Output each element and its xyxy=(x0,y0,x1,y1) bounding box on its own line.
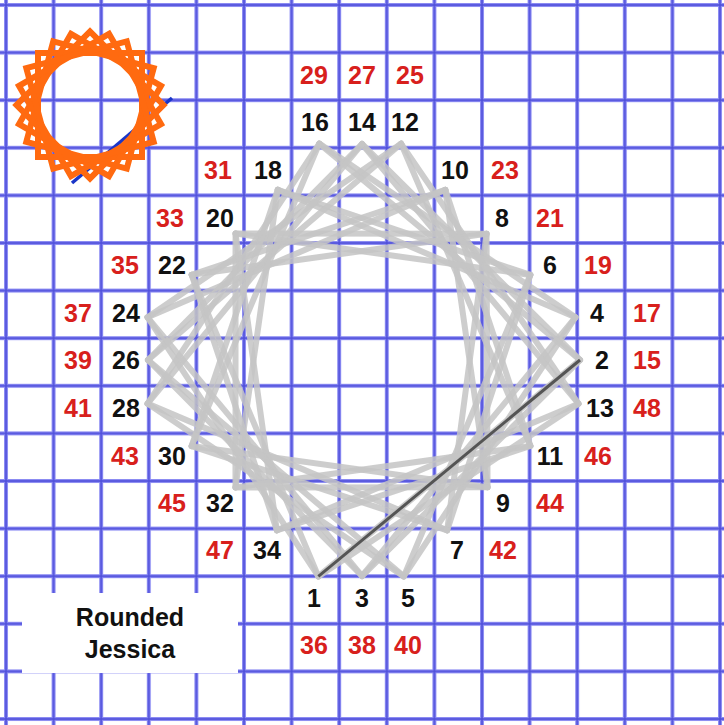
callout-number: 39 xyxy=(64,348,92,373)
callout-number: 40 xyxy=(394,633,422,658)
callout-number: 16 xyxy=(301,110,329,135)
callout-number: 27 xyxy=(348,63,376,88)
callout-number: 26 xyxy=(112,348,140,373)
start-thread xyxy=(318,360,580,576)
callout-number: 15 xyxy=(633,348,661,373)
callout-number: 19 xyxy=(584,253,612,278)
callout-number: 30 xyxy=(158,444,186,469)
title-text: Rounded Jessica xyxy=(50,601,210,666)
callout-number: 23 xyxy=(491,158,519,183)
callout-number: 11 xyxy=(537,444,563,469)
thread-line xyxy=(192,144,320,446)
thread-line xyxy=(318,404,578,577)
callout-number: 21 xyxy=(536,206,564,231)
callout-number: 1 xyxy=(307,586,321,611)
callout-number: 8 xyxy=(495,206,509,231)
callout-number: 33 xyxy=(156,206,184,231)
callout-number: 5 xyxy=(401,586,415,611)
callout-number: 42 xyxy=(489,538,517,563)
callout-number: 38 xyxy=(348,633,376,658)
callout-number: 28 xyxy=(112,396,140,421)
callout-number: 46 xyxy=(584,444,612,469)
callout-number: 44 xyxy=(536,491,564,516)
callout-number: 37 xyxy=(64,301,92,326)
callout-number: 41 xyxy=(64,396,92,421)
thread-line xyxy=(277,404,579,531)
thread-line xyxy=(192,446,488,487)
callout-number: 48 xyxy=(633,396,661,421)
callout-number: 9 xyxy=(496,491,510,516)
callout-number: 35 xyxy=(111,253,139,278)
title-box: Rounded Jessica xyxy=(22,593,238,673)
callout-number: 31 xyxy=(204,158,232,183)
callout-number: 10 xyxy=(441,158,469,183)
callout-number: 18 xyxy=(254,158,282,183)
callout-number: 13 xyxy=(586,396,614,421)
callout-number: 34 xyxy=(253,538,281,563)
callout-number: 3 xyxy=(355,586,369,611)
callout-number: 22 xyxy=(158,253,186,278)
callout-number: 17 xyxy=(633,301,661,326)
callout-number: 47 xyxy=(206,538,234,563)
callout-number: 20 xyxy=(206,206,234,231)
callout-number: 36 xyxy=(300,633,328,658)
callout-number: 14 xyxy=(348,110,376,135)
icon-squares xyxy=(16,31,163,178)
callout-number: 7 xyxy=(450,538,464,563)
callout-number: 25 xyxy=(396,63,424,88)
callout-number: 45 xyxy=(158,491,186,516)
callout-number: 6 xyxy=(543,253,557,278)
callout-number: 2 xyxy=(595,348,609,373)
callout-number: 4 xyxy=(590,301,604,326)
callout-number: 12 xyxy=(391,110,419,135)
callout-number: 32 xyxy=(206,491,234,516)
callout-number: 24 xyxy=(112,301,140,326)
callout-number: 43 xyxy=(111,444,139,469)
callout-number: 29 xyxy=(300,63,328,88)
